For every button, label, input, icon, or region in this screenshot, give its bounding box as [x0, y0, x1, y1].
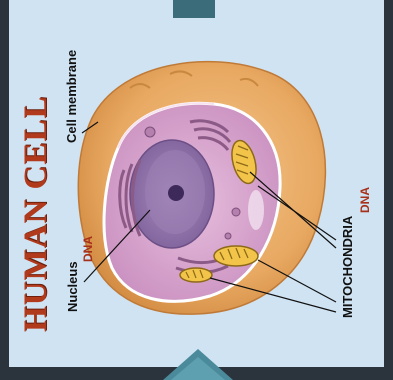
figure-title: HUMAN CELL	[18, 96, 55, 332]
vesicle	[232, 208, 240, 216]
label-nucleus-dna: DNA	[81, 236, 95, 262]
nucleolus	[168, 185, 184, 201]
label-mitochondria: MITOCHONDRIA	[340, 216, 355, 318]
mitochondrion-3	[180, 268, 212, 282]
vacuole	[248, 190, 264, 230]
vesicle	[145, 127, 155, 137]
label-mitochondria-dna: DNA	[358, 187, 372, 213]
label-cell-membrane: Cell membrane	[64, 50, 79, 143]
vesicle	[225, 233, 231, 239]
mitochondrion-2	[214, 246, 258, 266]
label-nucleus: Nucleus	[65, 261, 80, 312]
